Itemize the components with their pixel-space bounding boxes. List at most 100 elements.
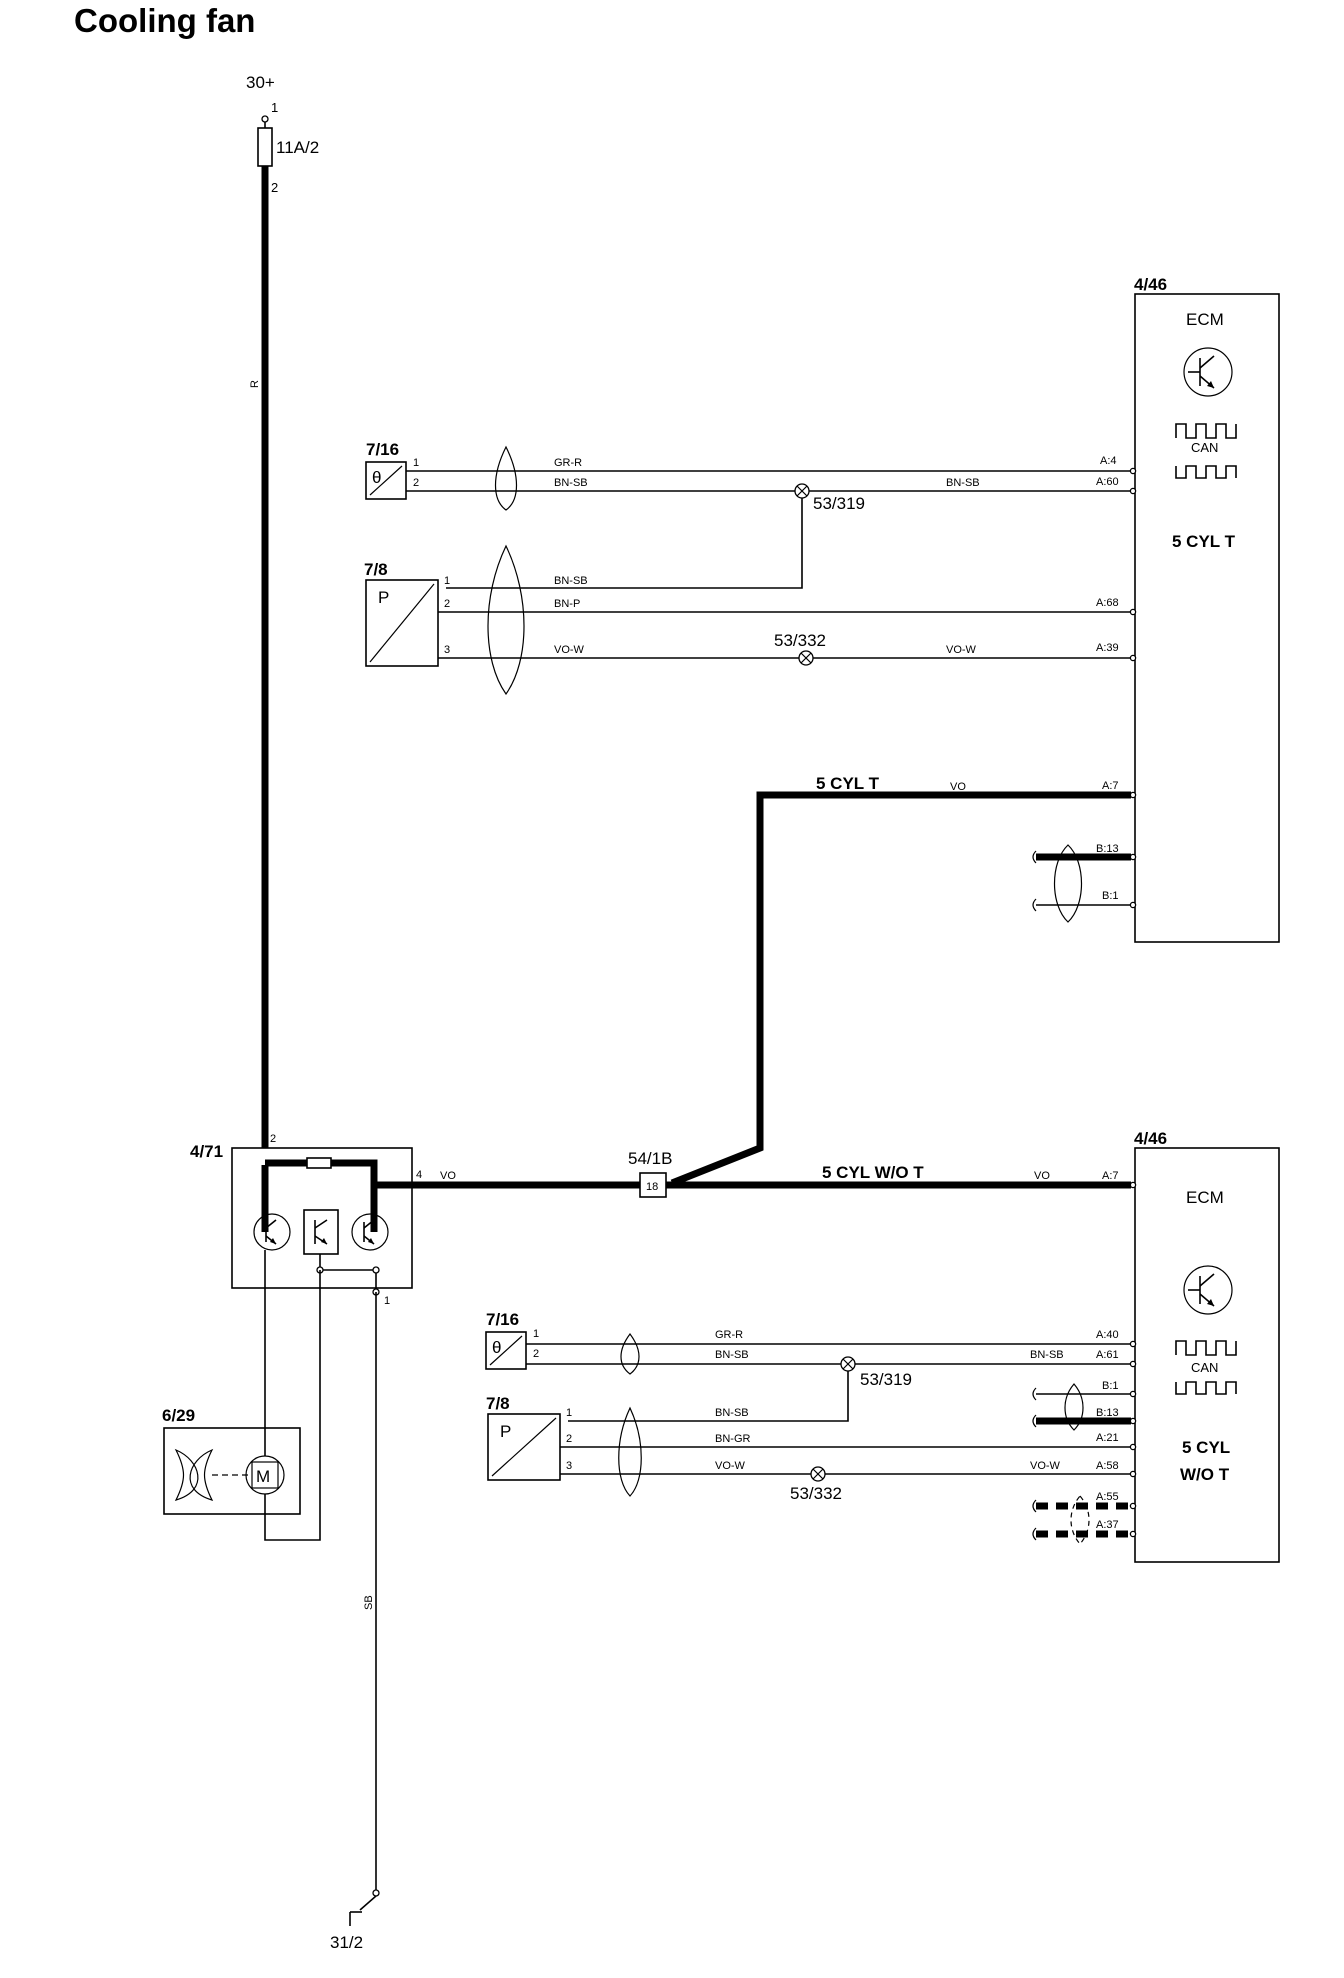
ecm-top-pin-a68: A:68: [1096, 597, 1119, 609]
transistor-icon: [253, 1213, 291, 1251]
ecm-bottom-pin-a21: A:21: [1096, 1432, 1119, 1444]
ecm-top-pin-b1: B:1: [1102, 890, 1119, 902]
splice-53-332-bottom: 53/332: [790, 1466, 842, 1503]
resistor-symbol: [306, 1157, 332, 1169]
ecm-bottom-pin-a37: A:37: [1096, 1519, 1119, 1531]
branch-label-5cyl-wot: 5 CYL W/O T: [822, 1163, 924, 1182]
ground-symbol: 31/2: [330, 1889, 380, 1952]
temperature-sensor-bottom: 7/16 θ 1 2: [485, 1310, 539, 1370]
ecm-bottom-variant-1: 5 CYL: [1182, 1438, 1230, 1457]
temp-sensor-bottom-pin-1: 1: [533, 1328, 539, 1340]
press-sensor-top-id: 7/8: [364, 560, 388, 579]
branch-label-5cyl-t: 5 CYL T: [816, 774, 880, 793]
fan-control-pin-4: 4: [416, 1169, 422, 1181]
wire-bn-sb-press-bottom: [568, 1371, 849, 1422]
ecm-bottom-pin-b1: B:1: [1102, 1380, 1119, 1392]
press-sensor-bottom-symbol: P: [500, 1422, 511, 1441]
supply-pin-1: 1: [271, 100, 278, 115]
diagram-title: Cooling fan: [74, 2, 255, 39]
wire-color-bn-sb-press-bottom: BN-SB: [715, 1407, 749, 1419]
splice-53-319-top-label: 53/319: [813, 494, 865, 513]
connector-box: [639, 1172, 667, 1198]
twisted-pair-icon: [618, 1406, 642, 1497]
connector-pin: 18: [646, 1181, 658, 1193]
fan-control-pin-2: 2: [270, 1133, 276, 1145]
twisted-pair-icon: [495, 445, 517, 511]
press-sensor-bottom-pin-2: 2: [566, 1433, 572, 1445]
ecm-top-pin-a7: A:7: [1102, 780, 1119, 792]
pressure-sensor-top: 7/8 P 1 2 3: [364, 560, 450, 667]
wire-color-r: R: [249, 380, 261, 388]
transistor-icon: [1183, 1265, 1233, 1315]
fuse-symbol: [257, 127, 273, 167]
wire-color-vo-w-top-b: VO-W: [946, 644, 977, 656]
twisted-pair-icon: [487, 544, 525, 696]
temp-sensor-top-symbol: θ: [372, 468, 381, 487]
temp-sensor-top-id: 7/16: [366, 440, 399, 459]
temp-sensor-bottom-id: 7/16: [486, 1310, 519, 1329]
ecm-top-variant: 5 CYL T: [1172, 532, 1236, 551]
ecm-top-id: 4/46: [1134, 275, 1167, 294]
wire-color-vo-w-bottom-b: VO-W: [1030, 1460, 1061, 1472]
twisted-pair-icon: [620, 1332, 640, 1375]
power-supply: 30+ 1 11A/2 2 R: [246, 73, 319, 1165]
wire-color-bn-sb-top-b: BN-SB: [946, 477, 980, 489]
wire-color-bn-sb-press-top: BN-SB: [554, 575, 588, 587]
wire-color-vo-module: VO: [440, 1170, 456, 1182]
ecm-top: 4/46 ECM CAN 5 CYL T A:4 A:60 A:68 A:39 …: [1096, 275, 1280, 943]
can-bus-icon: [1175, 1340, 1237, 1395]
temp-sensor-top-pin-2: 2: [413, 477, 419, 489]
transistor-icon: [351, 1213, 389, 1251]
fan-motor-id: 6/29: [162, 1406, 195, 1425]
wire-color-vo-5cyl-t: VO: [950, 781, 966, 793]
ecm-bottom-pin-a55: A:55: [1096, 1491, 1119, 1503]
fan-motor-box: [163, 1427, 301, 1515]
splice-53-319-bottom-label: 53/319: [860, 1370, 912, 1389]
dashed-twisted-pair: [1032, 1495, 1131, 1545]
wire-color-vo-5cyl-wot: VO: [1034, 1170, 1050, 1182]
splice-53-319-bottom: 53/319: [840, 1356, 912, 1389]
connector-54-1b: 54/1B 18: [628, 1149, 672, 1198]
wire-color-vo-w-bottom-a: VO-W: [715, 1460, 746, 1472]
ecm-bottom-name: ECM: [1186, 1188, 1224, 1207]
splice-53-332-bottom-label: 53/332: [790, 1484, 842, 1503]
wire-color-vo-w-top-a: VO-W: [554, 644, 585, 656]
supply-label: 30+: [246, 73, 275, 92]
fan-control-id: 4/71: [190, 1142, 223, 1161]
ecm-top-pin-b13: B:13: [1096, 843, 1119, 855]
can-twisted-pair-bottom: [1032, 1383, 1131, 1431]
wire-vo-5cyl-t: [670, 791, 1131, 1187]
ecm-bottom-pin-a40: A:40: [1096, 1329, 1119, 1341]
ecm-top-pin-a60: A:60: [1096, 476, 1119, 488]
ecm-top-pin-a4: A:4: [1100, 455, 1117, 467]
ecm-bottom-can-label: CAN: [1191, 1360, 1218, 1375]
temp-sensor-top-pin-1: 1: [413, 457, 419, 469]
ecm-bottom: 4/46 ECM CAN 5 CYL W/O T A:7 A:40 A:61 B…: [1096, 1129, 1280, 1563]
wire-color-bn-p-top: BN-P: [554, 598, 580, 610]
press-sensor-top-symbol: P: [378, 588, 389, 607]
ecm-bottom-pin-a7: A:7: [1102, 1170, 1119, 1182]
ecm-bottom-variant-2: W/O T: [1180, 1465, 1230, 1484]
connector-id: 54/1B: [628, 1149, 672, 1168]
wire-bn-sb-press-top: [446, 498, 803, 589]
fan-control-pin-1: 1: [384, 1295, 390, 1307]
ecm-top-name: ECM: [1186, 310, 1224, 329]
fan-motor: 6/29 M: [162, 1270, 321, 1541]
fuse-label: 11A/2: [276, 138, 319, 157]
ecm-bottom-pin-b13: B:13: [1096, 1407, 1119, 1419]
ecm-bottom-pin-a58: A:58: [1096, 1460, 1119, 1472]
press-sensor-bottom-pin-3: 3: [566, 1460, 572, 1472]
fan-motor-symbol: M: [256, 1467, 270, 1486]
transistor-icon: [1183, 347, 1233, 397]
wire-color-bn-gr-bottom: BN-GR: [715, 1433, 751, 1445]
wire-color-bn-sb-bottom-b: BN-SB: [1030, 1349, 1064, 1361]
splice-53-319-top: 53/319: [794, 483, 865, 513]
can-twisted-pair-top: [1032, 844, 1131, 923]
fan-control-module: 4/71 2 4 1: [190, 1133, 422, 1307]
pressure-sensor-bottom: 7/8 P 1 2 3: [486, 1394, 572, 1481]
temp-sensor-bottom-symbol: θ: [492, 1338, 501, 1357]
ecm-bottom-pin-a61: A:61: [1096, 1349, 1119, 1361]
press-sensor-bottom-id: 7/8: [486, 1394, 510, 1413]
fuse-pin-2: 2: [271, 180, 278, 195]
wire-color-gr-r-bottom: GR-R: [715, 1329, 743, 1341]
